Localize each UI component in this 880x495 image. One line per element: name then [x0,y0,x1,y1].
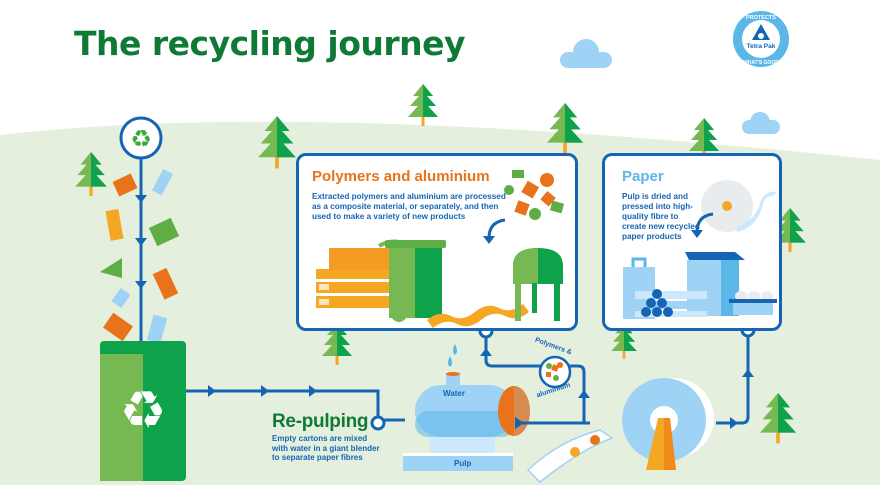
svg-text:♻: ♻ [130,125,152,153]
cloud-icon [560,39,612,68]
polymers-aluminium-badge [538,355,572,389]
flow-line-polymers [484,336,586,423]
recycle-icon: ♻ [119,116,163,160]
paper-panel-title: Paper [622,168,664,185]
flow-arrow-icon [208,385,317,397]
tank-label-water: Water [443,389,465,398]
paper-roll [526,378,714,484]
page-title: The recycling journey [74,24,466,63]
recycle-icon: ♻ [120,381,167,441]
flow-line-to-paper [716,330,750,425]
flow-arrow-icon [742,369,754,377]
polymers-products-illustration [316,170,565,328]
tree-icon [408,84,438,126]
flow-arrow-icon [135,195,147,289]
paper-panel-description: Pulp is dried and pressed into high-qual… [622,192,700,241]
logo-brand: Tetra Pak [747,43,776,50]
polymers-aluminium-panel: Polymers and aluminium Extracted polymer… [296,153,578,331]
logo-ring-bottom: WHAT'S GOOD [743,60,779,66]
paper-products-illustration [623,180,777,319]
repulping-description: Empty cartons are mixed with water in a … [272,434,380,463]
polymers-panel-description: Extracted polymers and aluminium are pro… [312,192,506,221]
flow-arrow-icon [730,417,738,429]
logo-ring-top: PROTECTS [746,15,776,21]
paper-panel: Paper Pulp is dried and pressed into hig… [602,153,782,331]
tetra-pak-logo: Tetra Pak PROTECTS WHAT'S GOOD [732,10,790,68]
tank-label-pulp: Pulp [454,459,472,468]
falling-cartons [100,169,180,344]
flow-node [370,415,386,431]
flow-arrow-icon [480,348,492,356]
repulping-title: Re-pulping [272,411,369,432]
recycling-bin: ♻ [100,341,186,481]
polymers-panel-title: Polymers and aluminium [312,168,490,185]
flow-arrow-icon [578,390,590,398]
cloud-icon [742,112,780,134]
flow-arrow-icon [515,417,524,429]
